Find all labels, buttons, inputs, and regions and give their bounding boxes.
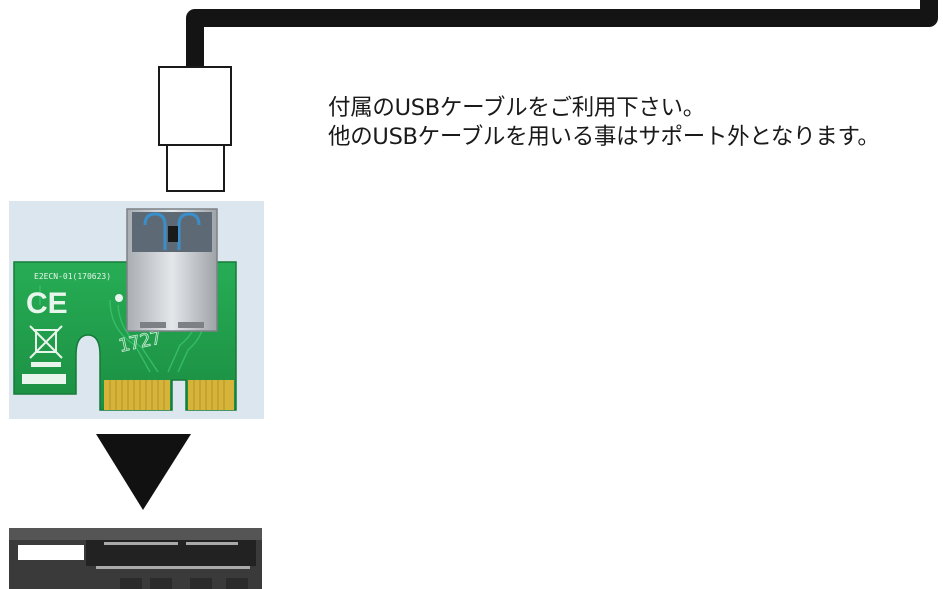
instruction-line-2: 他のUSBケーブルを用いる事はサポート外となります。	[328, 124, 880, 150]
gold-contacts	[104, 380, 234, 410]
ce-mark: CE	[26, 287, 68, 320]
usb-a-receptacle	[126, 208, 218, 332]
usage-instructions: 付属のUSBケーブルをご利用下さい。 他のUSBケーブルを用いる事はサポート外と…	[328, 94, 880, 152]
pcie-slot	[9, 528, 262, 589]
instruction-line-1: 付属のUSBケーブルをご利用下さい。	[328, 95, 705, 121]
label-pad	[22, 374, 66, 384]
usb-plug	[158, 66, 232, 192]
down-arrow-icon	[96, 434, 191, 510]
slot-opening	[18, 545, 84, 560]
board-model-text: E2ECN-01(170623)	[34, 272, 111, 281]
usb-cable	[186, 0, 938, 72]
weee-bin-icon	[29, 325, 63, 367]
riser-board: E2ECN-01(170623) CE 1727	[9, 201, 264, 419]
